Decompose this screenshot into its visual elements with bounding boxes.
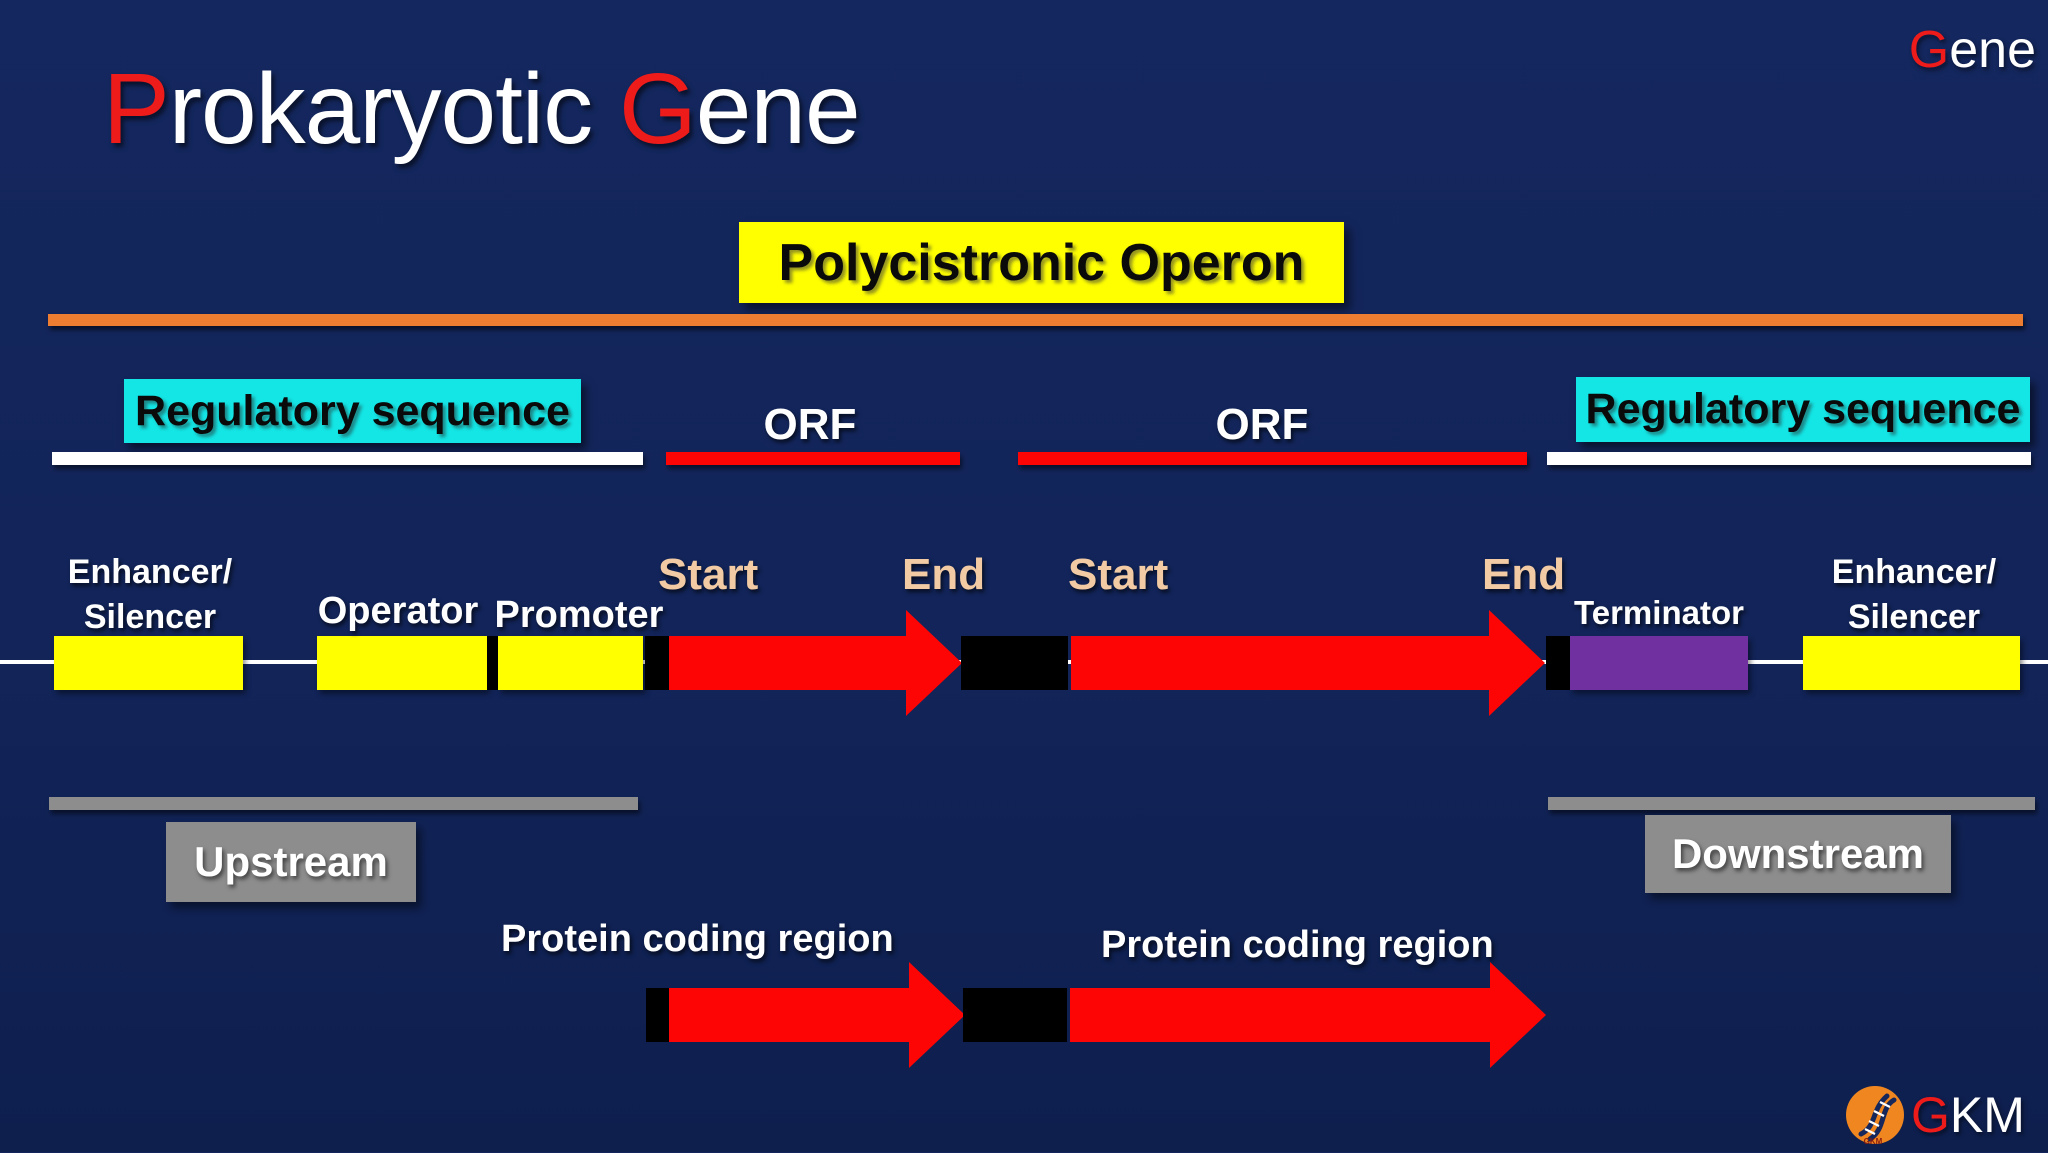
enhancer-label-line1: Enhancer/ [1831, 553, 1997, 591]
enhancer-silencer-label-right: Enhancer/ Silencer [1794, 550, 2034, 640]
downstream-underline [1548, 797, 2035, 810]
gkm-logo-badge: GKM [1843, 1084, 1907, 1148]
regulatory-sequence-label-left: Regulatory sequence [124, 379, 581, 443]
orf-underline-1 [666, 452, 960, 465]
logo-letter-g: G [1911, 1087, 1950, 1143]
title-text-rokaryotic: rokaryotic [168, 53, 619, 165]
orf1-end-label: End [902, 550, 986, 599]
operator-box [317, 636, 487, 690]
title-text-ene: ene [695, 53, 861, 165]
cds2-arrow-body [1070, 988, 1490, 1042]
silencer-label-line2: Silencer [1847, 598, 1981, 636]
silencer-label-line2: Silencer [83, 598, 217, 636]
terminator-spacer [1546, 636, 1570, 690]
upstream-label-box: Upstream [166, 822, 416, 902]
operon-span-line [48, 314, 2023, 326]
protein-coding-label-2: Protein coding region [1101, 924, 1494, 966]
terminator-box [1570, 636, 1748, 690]
regulatory-underline-right [1547, 452, 2031, 465]
orf-label-2: ORF [1215, 400, 1309, 449]
watermark-gene: Gene [1909, 20, 2036, 80]
regulatory-underline-left [52, 452, 643, 465]
gkm-logo-text: GKM [1911, 1086, 2025, 1144]
enhancer-silencer-box-right [1803, 636, 2020, 690]
logo-circle-text: GKM [1864, 1137, 1883, 1146]
protein-coding-label-1: Protein coding region [501, 918, 894, 960]
downstream-label-box: Downstream [1645, 815, 1951, 893]
operator-label: Operator [317, 590, 479, 632]
banner-polycistronic-operon: Polycistronic Operon [739, 222, 1344, 303]
intergenic-spacer [961, 636, 1068, 690]
operator-promoter-divider [487, 636, 498, 690]
terminator-label: Terminator [1574, 594, 1744, 631]
orf2-start-label: Start [1068, 550, 1169, 599]
regulatory-sequence-label-right: Regulatory sequence [1576, 377, 2030, 442]
page-title: Prokaryotic Gene [103, 52, 861, 167]
orf2-arrow-head [1489, 610, 1545, 716]
orf-label-1: ORF [763, 400, 857, 449]
watermark-text-ene: ene [1949, 21, 2036, 79]
cds1-start-spacer [646, 988, 669, 1042]
orf-underline-2 [1018, 452, 1527, 465]
logo-letters-km: KM [1949, 1087, 2025, 1143]
enhancer-silencer-box-left [54, 636, 243, 690]
orf1-arrow-body [669, 636, 906, 690]
cds1-arrow-head [909, 962, 965, 1068]
cds2-arrow-head [1490, 962, 1546, 1068]
orf2-end-label: End [1482, 550, 1566, 599]
promoter-label: Promoter [494, 594, 664, 636]
enhancer-silencer-label-left: Enhancer/ Silencer [30, 550, 270, 640]
orf1-start-spacer [645, 636, 669, 690]
dna-helix-icon: GKM [1846, 1086, 1904, 1146]
upstream-underline [49, 797, 638, 810]
title-letter-p: P [103, 53, 170, 165]
orf1-start-label: Start [658, 550, 759, 599]
watermark-letter-g: G [1908, 21, 1950, 79]
cds-intergenic-spacer [963, 988, 1067, 1042]
promoter-box [498, 636, 643, 690]
orf2-arrow-body [1071, 636, 1491, 690]
cds1-arrow-body [669, 988, 909, 1042]
title-letter-g: G [618, 53, 697, 165]
enhancer-label-line1: Enhancer/ [67, 553, 233, 591]
orf1-arrow-head [906, 610, 962, 716]
